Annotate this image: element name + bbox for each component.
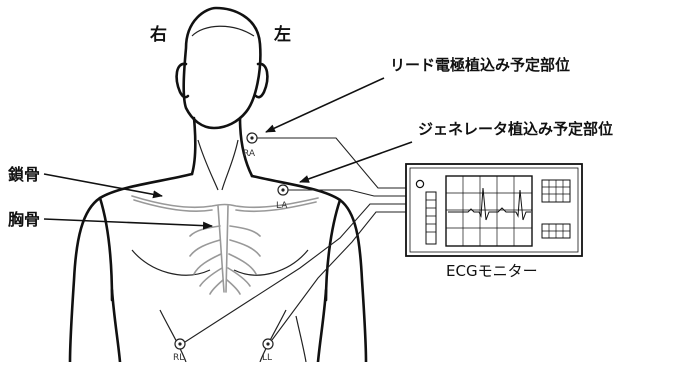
electrode-rl-label: RL <box>173 353 184 362</box>
monitor-left-buttons <box>426 192 436 244</box>
human-figure <box>70 8 366 362</box>
clavicle-bone <box>132 196 318 211</box>
sternum-pointer <box>44 219 212 226</box>
torso-right <box>112 290 120 362</box>
monitor-screen <box>446 176 532 246</box>
monitor-keypad-top <box>542 180 570 202</box>
neck-muscle-left <box>222 140 238 190</box>
electrode-ra: RA <box>243 133 257 159</box>
electrode-rl: RL <box>173 339 185 362</box>
electrode-ll-label: LL <box>262 353 272 362</box>
pectoral-right <box>132 250 210 275</box>
label-right-side: 右 <box>150 24 167 45</box>
torso-left <box>318 290 326 362</box>
rib-line-left <box>296 316 306 362</box>
deltoid-right <box>100 198 112 300</box>
ecg-monitor <box>406 164 582 256</box>
label-ecg-monitor: ECGモニター <box>446 262 538 280</box>
label-generator-site: ジェネレータ植込み予定部位 <box>418 120 613 138</box>
shoulder-right <box>70 174 192 362</box>
label-left-side: 左 <box>274 24 291 45</box>
lead-site-arrow <box>266 78 384 132</box>
ear-right <box>177 64 188 97</box>
electrode-la-label: LA <box>276 201 288 211</box>
electrode-la: LA <box>276 185 288 211</box>
sternum-ribcage <box>190 206 260 294</box>
label-sternum: 胸骨 <box>8 210 40 229</box>
electrode-ll: LL <box>262 339 273 362</box>
monitor-keypad-bottom <box>542 224 570 238</box>
label-clavicle: 鎖骨 <box>8 165 40 184</box>
neck-left <box>240 118 252 176</box>
neck-muscle-right <box>198 140 218 190</box>
electrode-ra-label: RA <box>243 149 256 159</box>
deltoid-left <box>326 200 340 300</box>
hair-line <box>192 26 254 36</box>
label-lead-site: リード電極植込み予定部位 <box>390 56 570 74</box>
monitor-knob <box>416 180 423 187</box>
neck-right <box>192 118 195 174</box>
